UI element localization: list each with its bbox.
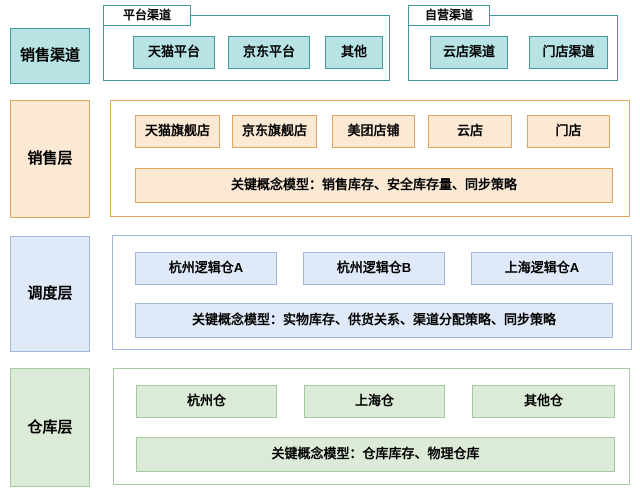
key-model-bar-warehouse: 关键概念模型：仓库库存、物理仓库	[136, 437, 615, 472]
layer-label-warehouse: 仓库层	[10, 368, 90, 487]
layer-label-sales-channel: 销售渠道	[10, 28, 90, 84]
layer-label-scheduling: 调度层	[10, 236, 90, 352]
node-offline-store: 门店	[527, 115, 610, 148]
node-cloud-store-channel: 云店渠道	[430, 36, 508, 69]
node-other-warehouse: 其他仓	[472, 385, 615, 418]
node-offline-store-channel: 门店渠道	[529, 36, 608, 69]
node-shanghai-warehouse: 上海仓	[304, 385, 445, 418]
node-cloud-store: 云店	[428, 115, 512, 148]
layer-label-sales: 销售层	[10, 100, 90, 218]
node-tmall-platform: 天猫平台	[133, 36, 215, 69]
node-meituan-store: 美团店铺	[332, 115, 415, 148]
group-tab-platform-channels: 平台渠道	[103, 5, 191, 26]
node-jd-platform: 京东平台	[228, 36, 310, 69]
node-tmall-flagship-store: 天猫旗舰店	[135, 115, 220, 148]
node-other-channel: 其他	[325, 36, 383, 69]
group-tab-self-operated-channels: 自营渠道	[408, 5, 490, 26]
node-hangzhou-logical-warehouse-a: 杭州逻辑仓A	[135, 252, 277, 285]
node-hangzhou-warehouse: 杭州仓	[136, 385, 277, 418]
node-hangzhou-logical-warehouse-b: 杭州逻辑仓B	[303, 252, 445, 285]
node-jd-flagship-store: 京东旗舰店	[232, 115, 317, 148]
key-model-bar-sales: 关键概念模型：销售库存、安全库存量、同步策略	[135, 168, 613, 203]
key-model-bar-scheduling: 关键概念模型：实物库存、供货关系、渠道分配策略、同步策略	[135, 303, 613, 338]
node-shanghai-logical-warehouse-a: 上海逻辑仓A	[471, 252, 613, 285]
